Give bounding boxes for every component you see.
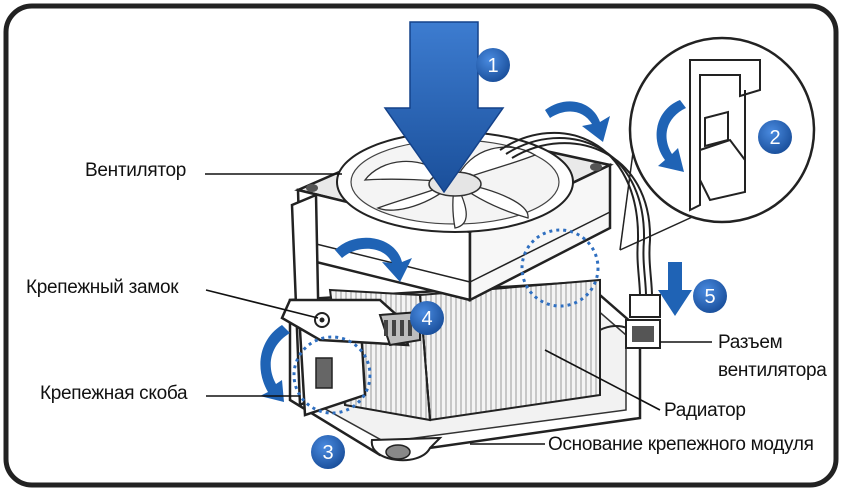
- curved-arrow-icon: [656, 100, 686, 172]
- leader-heatsink: [544, 349, 661, 411]
- step-badge-3: 3: [311, 435, 345, 469]
- press-down-arrow: [383, 21, 505, 194]
- step-badge-4: 4: [410, 301, 444, 335]
- leader-lines: [205, 173, 712, 445]
- fan-connector: [625, 294, 661, 349]
- highlight-circle-clip: [520, 228, 600, 308]
- step-badge-1: 1: [476, 48, 510, 82]
- curved-arrow-icon: [545, 101, 610, 142]
- step-badge-5: 5: [693, 279, 727, 313]
- step-number: 4: [421, 308, 432, 330]
- curved-arrow-icon: [260, 325, 290, 402]
- step-number: 2: [769, 127, 780, 149]
- label-connector-line2: вентилятора: [718, 360, 827, 381]
- leader-lock: [205, 289, 319, 319]
- highlight-circle-bracket: [292, 335, 372, 415]
- step-number: 5: [704, 286, 715, 308]
- step-number: 1: [487, 55, 498, 77]
- label-bracket: Крепежная скоба: [40, 383, 188, 404]
- label-fan: Вентилятор: [85, 160, 187, 181]
- fan-cable: [499, 131, 653, 297]
- label-heatsink: Радиатор: [664, 400, 746, 421]
- down-arrow-icon: [658, 262, 692, 316]
- lever-lock: [280, 298, 421, 347]
- label-connector-line1: Разъем: [718, 332, 783, 353]
- zoom-inset: [619, 36, 816, 251]
- curved-arrow-icon: [335, 237, 412, 282]
- step-badge-2: 2: [758, 120, 792, 154]
- step-number: 3: [322, 442, 333, 464]
- label-lock: Крепежный замок: [26, 277, 179, 298]
- label-base: Основание крепежного модуля: [548, 434, 814, 455]
